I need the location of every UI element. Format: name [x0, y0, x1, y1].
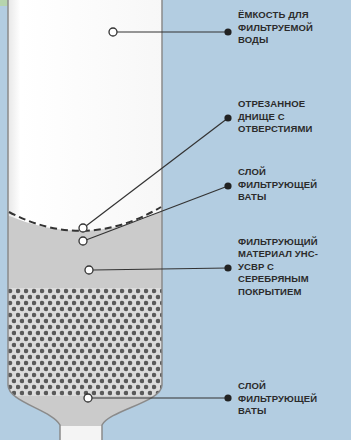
- leader-start-circles: [79, 28, 117, 402]
- bottle-outlet: [60, 426, 102, 440]
- callout-label: СЛОЙ ФИЛЬТРУЮЩЕЙ ВАТЫ: [238, 380, 330, 418]
- callout-label: СЛОЙ ФИЛЬТРУЮЩЕЙ ВАТЫ: [238, 166, 330, 204]
- leader-lines: [86, 32, 228, 398]
- filter-material: [0, 288, 170, 396]
- callout-label: ЁМКОСТЬ ДЛЯ ФИЛЬТРУЕМОЙ ВОДЫ: [238, 9, 330, 47]
- callout-label: ФИЛЬТРУЮЩИЙ МАТЕРИАЛ УНС-УСВР С СЕРЕБРЯН…: [238, 236, 330, 299]
- cotton-layer: [0, 207, 170, 440]
- callout-label: ОТРЕЗАННОЕ ДНИЩЕ С ОТВЕРСТИЯМИ: [238, 98, 316, 136]
- water-container: [0, 0, 170, 440]
- leader-end-dots: [224, 28, 231, 401]
